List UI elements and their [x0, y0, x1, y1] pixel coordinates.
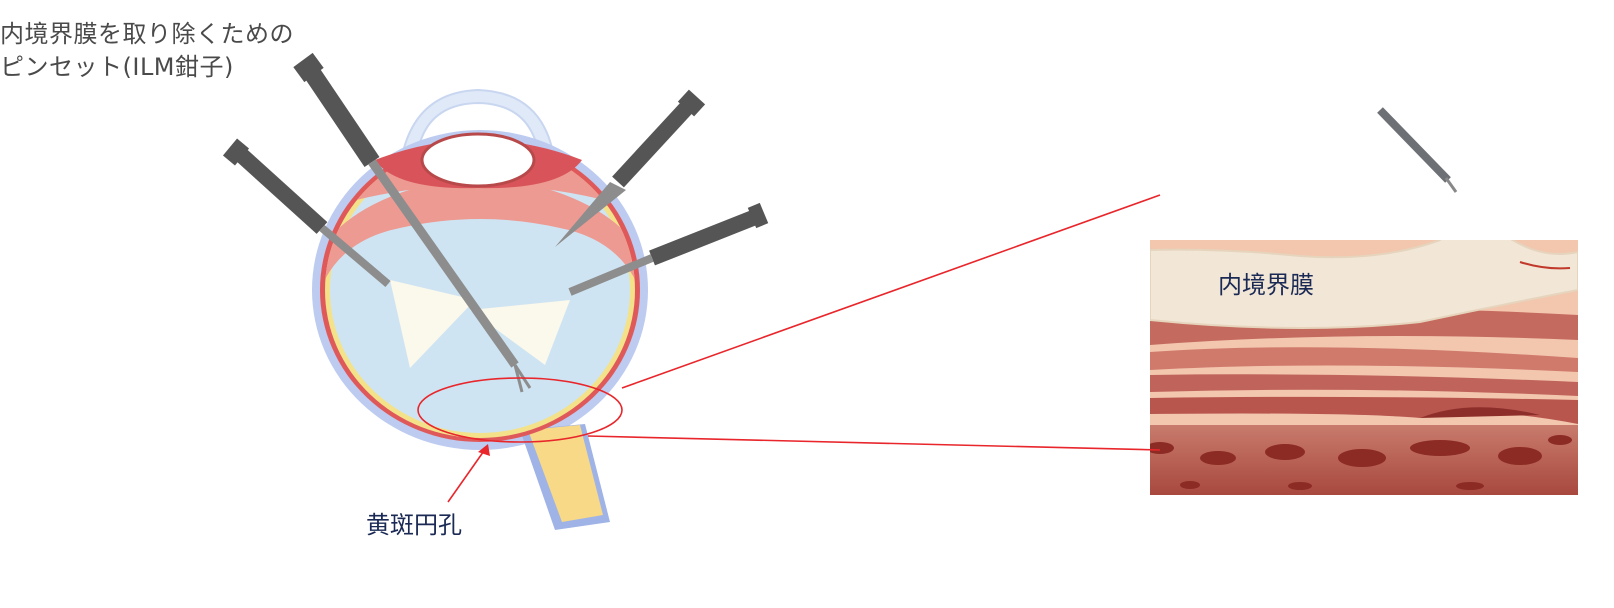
forceps-tip-icon [1377, 107, 1458, 193]
ilm-forceps-icon [293, 52, 532, 393]
tweezer-label: 内境界膜を取り除くための ピンセット(ILM鉗子) [0, 18, 294, 84]
callout-circle [417, 377, 623, 443]
cannula-right-icon [555, 89, 706, 247]
pointer-arrowhead [478, 444, 490, 456]
callout-pointer [447, 447, 487, 503]
blood-vessels [1150, 435, 1572, 490]
instruments [222, 52, 769, 393]
tissue-cross-section [1150, 240, 1578, 495]
light-probe-right-icon [568, 202, 769, 296]
optic-nerve [520, 424, 610, 530]
ilm-label: 内境界膜 [1218, 271, 1314, 299]
light-probe-left-icon [222, 138, 391, 288]
callouts [417, 194, 1161, 503]
tweezer-label-line2: ピンセット(ILM鉗子) [0, 53, 234, 81]
ilm-membrane [1150, 240, 1578, 330]
tweezer-label-line1: 内境界膜を取り除くための [0, 20, 294, 48]
macular-hole-label: 黄斑円孔 [366, 511, 462, 539]
light-cone-left [390, 280, 475, 368]
callout-line-lower [587, 435, 1161, 451]
lens [420, 132, 536, 188]
light-cone-right [470, 300, 570, 365]
callout-line-upper [621, 194, 1161, 389]
